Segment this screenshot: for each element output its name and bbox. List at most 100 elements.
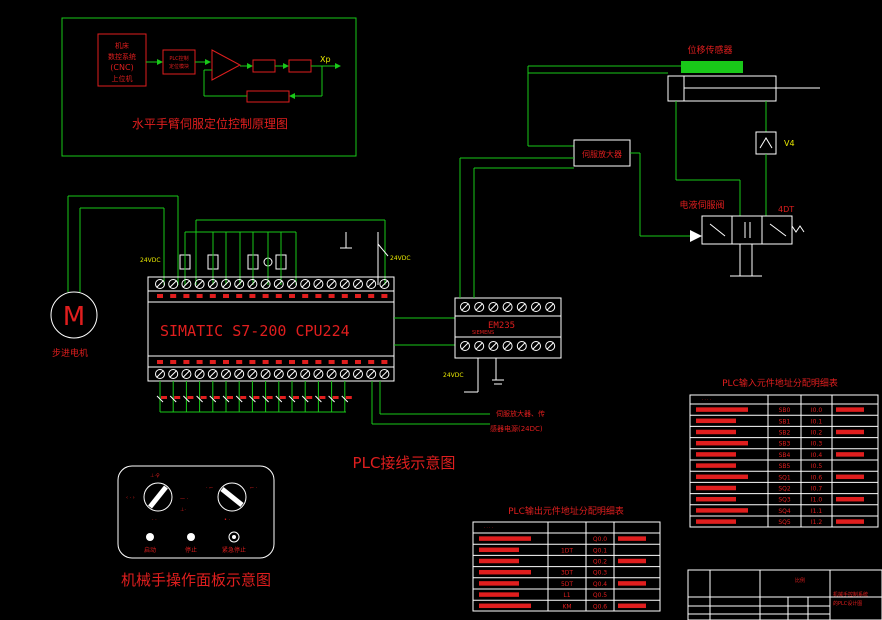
emergency-stop-button[interactable] <box>228 531 240 543</box>
plc-wiring: M 步进电机 24VDC 24VDC <box>50 157 574 472</box>
title-block-scale: 比例 <box>795 577 805 584</box>
title-block-subname: 的PLC设计图 <box>833 600 862 607</box>
plc-bottom-terminal-mark <box>368 360 375 364</box>
plc-top-terminals <box>155 279 390 298</box>
input-device-mark <box>253 396 260 399</box>
svg-text:— ·: — · <box>180 496 189 502</box>
table-address-cell: I0.1 <box>811 418 822 425</box>
input-device-mark <box>227 396 233 399</box>
plc-bottom-terminal-mark <box>315 360 322 364</box>
table-code-cell: 5DT <box>561 581 573 588</box>
plc-module-box <box>162 49 196 75</box>
plc-top-terminal <box>326 279 337 289</box>
plc-bottom-terminal-mark <box>196 360 203 364</box>
table-note-mark <box>618 581 646 586</box>
mode-selector[interactable] <box>143 482 173 512</box>
plc-bottom-terminal <box>326 369 337 379</box>
table-address-cell: I0.4 <box>811 452 822 459</box>
em235-bottom-terminal <box>474 341 485 351</box>
em235-bottom-terminal <box>488 341 499 351</box>
table-name-mark <box>479 547 519 553</box>
table-code-cell: SB0 <box>779 407 791 414</box>
table-address-cell: I0.3 <box>811 441 822 448</box>
feedback-sensor-block <box>246 90 290 103</box>
plc-bottom-terminal <box>379 369 390 379</box>
servo-principle-title: 水平手臂伺服定位控制原理图 <box>132 116 288 131</box>
direction-selector[interactable] <box>217 482 247 512</box>
start-button-label: 启动 <box>144 546 156 554</box>
table-code-cell: SQ2 <box>778 485 791 492</box>
em235-bottom-terminal <box>460 341 470 351</box>
plc-bottom-terminal-mark <box>183 360 190 364</box>
plc-bottom-terminal <box>207 369 218 379</box>
servo-valve-label: 电液伺服阀 <box>679 199 724 211</box>
plc-bottom-terminal <box>194 369 205 379</box>
plc-top-terminal-mark <box>275 294 282 298</box>
table-note-mark <box>618 536 646 541</box>
start-button[interactable] <box>146 533 154 541</box>
em235-bottom-terminal <box>531 341 541 351</box>
displacement-sensor <box>681 61 743 73</box>
plc-power-right-label: 24VDC <box>390 255 411 262</box>
plc-bottom-terminal-mark <box>223 360 229 364</box>
emergency-stop-label: 紧急停止 <box>222 546 246 554</box>
table-code-cell: SB5 <box>779 463 791 470</box>
plc-bottom-terminal <box>353 369 363 379</box>
em235-bottom-terminal <box>502 341 513 351</box>
stop-button[interactable] <box>187 533 195 541</box>
table-name-mark <box>696 429 736 435</box>
stepper-motor <box>50 291 98 339</box>
table-note-mark <box>836 429 864 435</box>
table-code-cell: 3DT <box>561 570 573 577</box>
table-address-cell: Q0.1 <box>593 547 607 554</box>
em235-brand: SIEMENS <box>472 330 494 336</box>
displacement-sensor-label: 位移传感器 <box>687 44 732 56</box>
feedback-note-line-1: 伺服放大器、传 <box>496 409 545 418</box>
table-address-cell: Q0.2 <box>593 558 607 565</box>
svg-text:· · · ·: · · · · <box>702 397 711 402</box>
em235-top-terminal <box>531 302 541 312</box>
plc-top-terminal-mark <box>368 294 375 298</box>
table-note-mark <box>836 519 864 524</box>
svg-text:· ·: · · <box>152 517 157 523</box>
plc-top-terminal <box>300 279 311 289</box>
feedback-note-line-2: 感器电源(24DC) <box>490 424 543 433</box>
plc-top-terminal-mark <box>196 294 203 298</box>
plc-bottom-terminal <box>234 369 245 379</box>
em235-top-terminals <box>460 302 556 312</box>
plc-bottom-terminal <box>287 369 297 379</box>
cnc-line-3: (CNC) <box>110 63 133 72</box>
table-note-mark <box>836 407 864 412</box>
em235-top-terminal <box>502 302 513 312</box>
table-code-cell: SB1 <box>779 418 791 425</box>
plc-top-terminal <box>194 279 205 289</box>
plc-top-terminal <box>155 279 165 289</box>
table-note-mark <box>836 452 864 457</box>
table-code-cell: SQ4 <box>778 508 791 515</box>
table-code-cell: 1DT <box>561 547 573 554</box>
em235-top-terminal <box>516 302 527 312</box>
plc-bottom-terminal-mark <box>328 360 335 364</box>
table-name-mark <box>479 569 531 575</box>
panel-caption: 机械手操作面板示意图 <box>121 571 271 589</box>
cnc-box <box>97 33 147 87</box>
table-code-cell: SB4 <box>779 452 791 459</box>
plc-bottom-terminal-mark <box>249 360 256 364</box>
plc-top-terminal <box>273 279 284 289</box>
servo-principle-frame <box>61 17 357 157</box>
em235-module <box>454 297 562 359</box>
svg-text:‹ · ›: ‹ · › <box>126 495 135 501</box>
cnc-line-2: 数控系统 <box>108 52 136 61</box>
table-address-cell: I1.2 <box>811 519 822 526</box>
plc-bottom-terminal-mark <box>275 360 282 364</box>
table-address-cell: I0.6 <box>811 474 822 481</box>
title-block-name: 机械手控制系统 <box>833 591 868 598</box>
plc-top-terminal-mark <box>170 294 177 298</box>
plc-model-label: SIMATIC S7-200 CPU224 <box>160 322 350 340</box>
table-code-cell: L1 <box>563 592 570 599</box>
plc-bottom-terminal-mark <box>209 360 216 364</box>
